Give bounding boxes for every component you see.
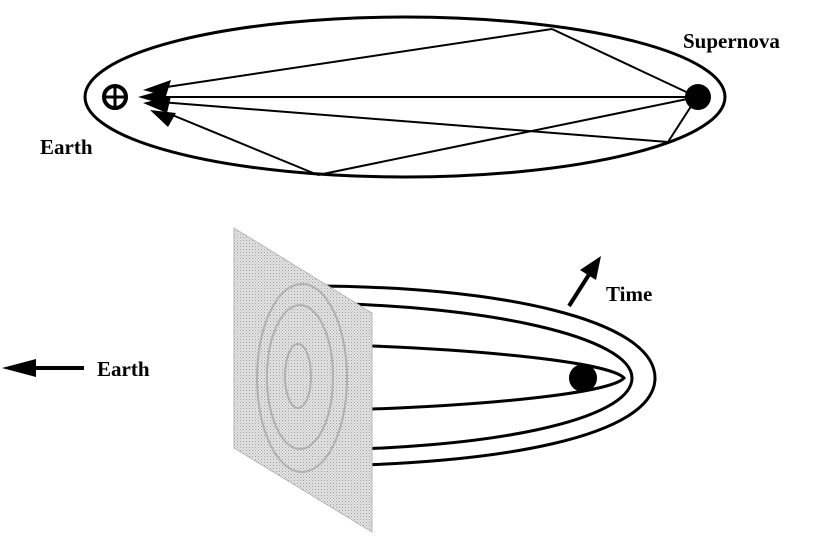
supernova-dot-icon — [685, 84, 711, 110]
time-arrow-icon — [567, 256, 601, 308]
supernova-label: Supernova — [683, 29, 780, 53]
top-panel: Supernova Earth — [40, 15, 780, 179]
arrow-icon — [150, 110, 176, 127]
path-upper-scatter-in — [551, 28, 698, 98]
light-paths — [150, 28, 698, 176]
earth-direction-arrow-icon — [2, 359, 84, 377]
arrowheads — [138, 80, 176, 127]
shell-outer — [299, 284, 657, 468]
path-lower-left-in — [317, 96, 698, 176]
earth-label-bottom: Earth — [97, 357, 150, 381]
earth-label-top: Earth — [40, 135, 93, 159]
time-label: Time — [606, 282, 652, 306]
shell-middle — [299, 301, 634, 452]
echo-rings — [256, 283, 348, 473]
path-upper-scatter-out — [159, 28, 553, 89]
supernova-dot-icon — [569, 364, 597, 392]
shell-inner — [299, 342, 627, 413]
arrow-icon — [143, 96, 171, 113]
path-lower-right-out — [159, 101, 669, 143]
sky-screen — [233, 227, 373, 533]
echo-ellipse — [83, 15, 727, 179]
earth-symbol-icon — [102, 84, 128, 110]
bottom-panel: Time Earth — [2, 227, 657, 533]
echo-shells — [299, 284, 657, 468]
path-lower-left-out — [164, 111, 319, 176]
